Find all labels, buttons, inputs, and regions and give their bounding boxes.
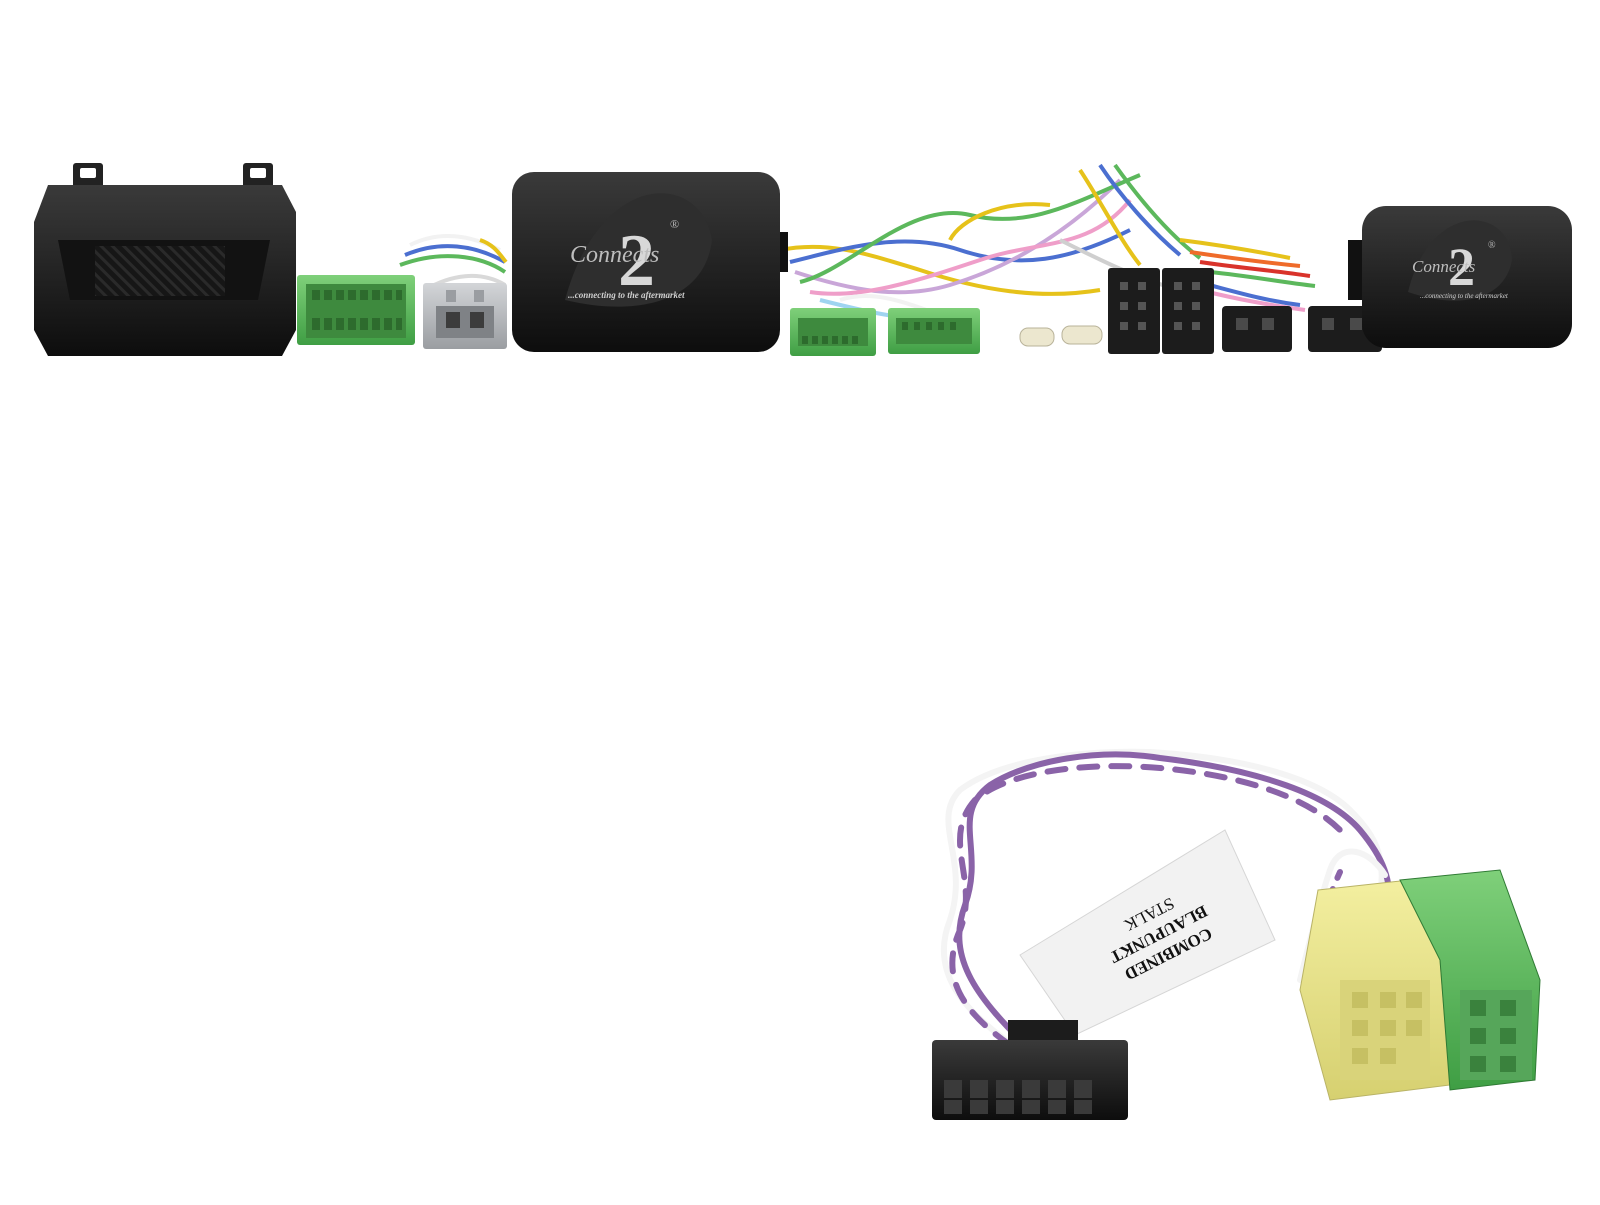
grey-vehicle-connector: [423, 283, 507, 349]
spade-terminals: [1019, 325, 1103, 347]
yellow-mini-iso-connector: [1299, 879, 1451, 1101]
svg-text:...connecting to the aftermark: ...connecting to the aftermarket: [568, 290, 685, 300]
connects2-secondary-box: 2 Connects ® ...connecting to the afterm…: [1348, 206, 1572, 348]
connects2-logo-small: 2 Connects ® ...connecting to the afterm…: [1412, 237, 1509, 300]
black-12pin-connector: [932, 1020, 1128, 1120]
black-connector-a: [1222, 306, 1292, 352]
green-vehicle-connector: [297, 275, 415, 345]
cable-label-tag: COMBINED BLAUPUNKT STALK: [1019, 829, 1276, 1036]
svg-text:®: ®: [1488, 240, 1496, 251]
green-mini-iso-connector: [1399, 869, 1541, 1091]
wire-bundle-middle: [779, 163, 1316, 321]
svg-text:...connecting to the aftermark: ...connecting to the aftermarket: [1420, 292, 1509, 300]
green-connector-small: [790, 308, 876, 356]
svg-text:®: ®: [670, 217, 679, 231]
blaupunkt-stalk-adapter: COMBINED BLAUPUNKT STALK: [932, 748, 1541, 1120]
connects2-interface-box: 2 Connects ® ...connecting to the afterm…: [512, 172, 788, 352]
steering-interface-harness: 2 Connects ® ...connecting to the afterm…: [34, 163, 1572, 356]
svg-text:Connects: Connects: [1412, 257, 1476, 276]
wire-bundle-left: [399, 233, 508, 292]
svg-text:Connects: Connects: [570, 242, 659, 268]
green-connector-large: [888, 308, 980, 354]
steering-control-module-left: [34, 163, 296, 356]
connects2-logo: 2 Connects ® ...connecting to the afterm…: [568, 217, 685, 302]
iso-connector-pair: [1108, 268, 1214, 354]
svg-text:2: 2: [618, 220, 655, 302]
svg-text:2: 2: [1448, 237, 1475, 297]
